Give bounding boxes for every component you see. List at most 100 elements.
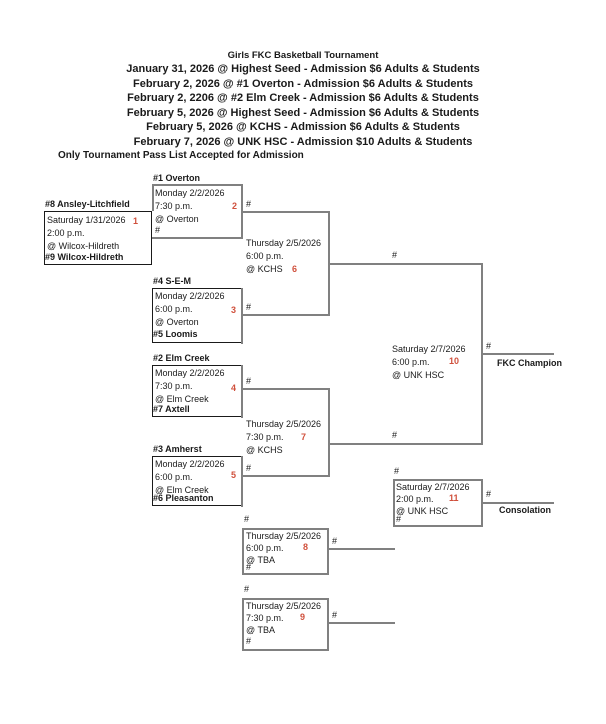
team-top: #3 Amherst xyxy=(153,444,202,454)
bracket-line xyxy=(243,211,330,213)
bracket-line xyxy=(152,288,153,342)
game-time: 6:00 p.m. xyxy=(392,357,430,367)
winner-placeholder: # xyxy=(246,463,252,473)
game-date: Saturday 1/31/2026 xyxy=(47,215,126,225)
bracket-line xyxy=(483,502,554,504)
bracket-line xyxy=(44,211,152,212)
game-time: 7:30 p.m. xyxy=(155,381,193,391)
game-time: 7:30 p.m. xyxy=(246,432,284,442)
champion-label: FKC Champion xyxy=(497,358,562,368)
bracket-line xyxy=(152,184,243,186)
bracket-line xyxy=(329,622,395,624)
game-box xyxy=(242,598,329,651)
team-bottom: #9 Wilcox-Hildreth xyxy=(45,252,124,262)
game-time: 6:00 p.m. xyxy=(155,472,193,482)
bracket-line xyxy=(330,443,483,445)
bracket-line xyxy=(151,211,152,265)
game-time: 6:00 p.m. xyxy=(155,304,193,314)
game-date: Saturday 2/7/2026 xyxy=(396,482,470,492)
game-site: @ Overton xyxy=(155,317,199,327)
team-bottom-placeholder: # xyxy=(246,636,252,646)
bracket-line xyxy=(241,456,243,507)
bracket-line xyxy=(243,388,330,390)
game-box xyxy=(242,528,329,575)
bracket-line xyxy=(330,263,483,265)
schedule-line-6: February 7, 2026 @ UNK HSC - Admission $… xyxy=(133,135,473,148)
bracket-line xyxy=(152,237,243,239)
bracket-line xyxy=(481,263,483,445)
winner-placeholder: # xyxy=(392,250,398,260)
bracket-line xyxy=(241,365,243,418)
game-date: Saturday 2/7/2026 xyxy=(392,344,466,354)
game-date: Monday 2/2/2026 xyxy=(155,188,225,198)
bracket-line xyxy=(152,365,153,416)
game-box xyxy=(393,479,483,527)
winner-placeholder: # xyxy=(246,376,252,386)
team-bottom: #7 Axtell xyxy=(153,404,190,414)
bracket-line xyxy=(483,353,554,355)
game-date: Thursday 2/5/2026 xyxy=(246,238,322,248)
team-bottom-placeholder: # xyxy=(396,514,402,524)
game-number: 3 xyxy=(231,305,237,315)
bracket-line xyxy=(152,505,243,506)
game-date: Thursday 2/5/2026 xyxy=(246,601,322,611)
game-number: 1 xyxy=(133,216,139,226)
game-site: @ Wilcox-Hildreth xyxy=(47,241,120,251)
team-bottom-placeholder: # xyxy=(246,562,252,572)
game-number: 5 xyxy=(231,470,237,480)
bracket-line xyxy=(243,314,330,316)
team-top: #8 Ansley-Litchfield xyxy=(45,199,130,209)
winner-placeholder: # xyxy=(486,489,492,499)
bracket-line xyxy=(243,475,330,477)
game-site: @ UNK HSC xyxy=(392,370,445,380)
game-date: Thursday 2/5/2026 xyxy=(246,419,322,429)
game-date: Thursday 2/5/2026 xyxy=(246,531,322,541)
bracket-line xyxy=(328,388,330,477)
bracket-line xyxy=(241,288,243,344)
game-time: 2:00 p.m. xyxy=(396,494,434,504)
game-number: 10 xyxy=(449,356,460,366)
winner-placeholder: # xyxy=(392,430,398,440)
game-time: 6:00 p.m. xyxy=(246,543,284,553)
game-time: 7:30 p.m. xyxy=(155,201,193,211)
team-top: #1 Overton xyxy=(153,173,201,183)
game-time: 6:00 p.m. xyxy=(246,251,284,261)
game-site: @ TBA xyxy=(246,555,275,565)
bracket-line xyxy=(328,211,330,316)
bracket-line xyxy=(44,211,45,264)
game-site: @ TBA xyxy=(246,625,275,635)
winner-placeholder: # xyxy=(246,199,252,209)
game-date: Monday 2/2/2026 xyxy=(155,291,225,301)
bracket-line xyxy=(152,416,243,417)
bracket-line xyxy=(152,342,243,343)
bracket-line xyxy=(152,456,153,505)
team-top: #4 S-E-M xyxy=(153,276,192,286)
game-number: 9 xyxy=(300,612,306,622)
game-number: 6 xyxy=(292,264,298,274)
bracket-line xyxy=(329,548,395,550)
game-number: 4 xyxy=(231,383,237,393)
schedule-line-4: February 5, 2026 @ Highest Seed - Admiss… xyxy=(126,106,480,119)
game-site: @ Overton xyxy=(155,214,199,224)
bracket-line xyxy=(44,264,152,265)
schedule-line-2: February 2, 2026 @ #1 Overton - Admissio… xyxy=(132,77,473,90)
team-top-placeholder: # xyxy=(244,514,250,524)
game-date: Monday 2/2/2026 xyxy=(155,368,225,378)
winner-placeholder: # xyxy=(486,341,492,351)
bracket-line xyxy=(152,184,154,211)
game-number: 2 xyxy=(232,201,238,211)
game-time: 2:00 p.m. xyxy=(47,228,85,238)
game-number: 11 xyxy=(449,493,459,503)
tournament-title: Girls FKC Basketball Tournament xyxy=(227,50,379,61)
winner-placeholder: # xyxy=(246,302,252,312)
game-number: 8 xyxy=(303,542,309,552)
winner-placeholder: # xyxy=(332,610,338,620)
winner-placeholder: # xyxy=(332,536,338,546)
schedule-line-1: January 31, 2026 @ Highest Seed - Admiss… xyxy=(126,63,480,75)
game-site: @ UNK HSC xyxy=(396,506,449,516)
team-top: #2 Elm Creek xyxy=(153,353,210,363)
bracket-line xyxy=(152,365,243,366)
team-bottom-placeholder: # xyxy=(155,225,161,235)
game-site: @ Elm Creek xyxy=(155,394,209,404)
game-site: @ Elm Creek xyxy=(155,485,209,495)
